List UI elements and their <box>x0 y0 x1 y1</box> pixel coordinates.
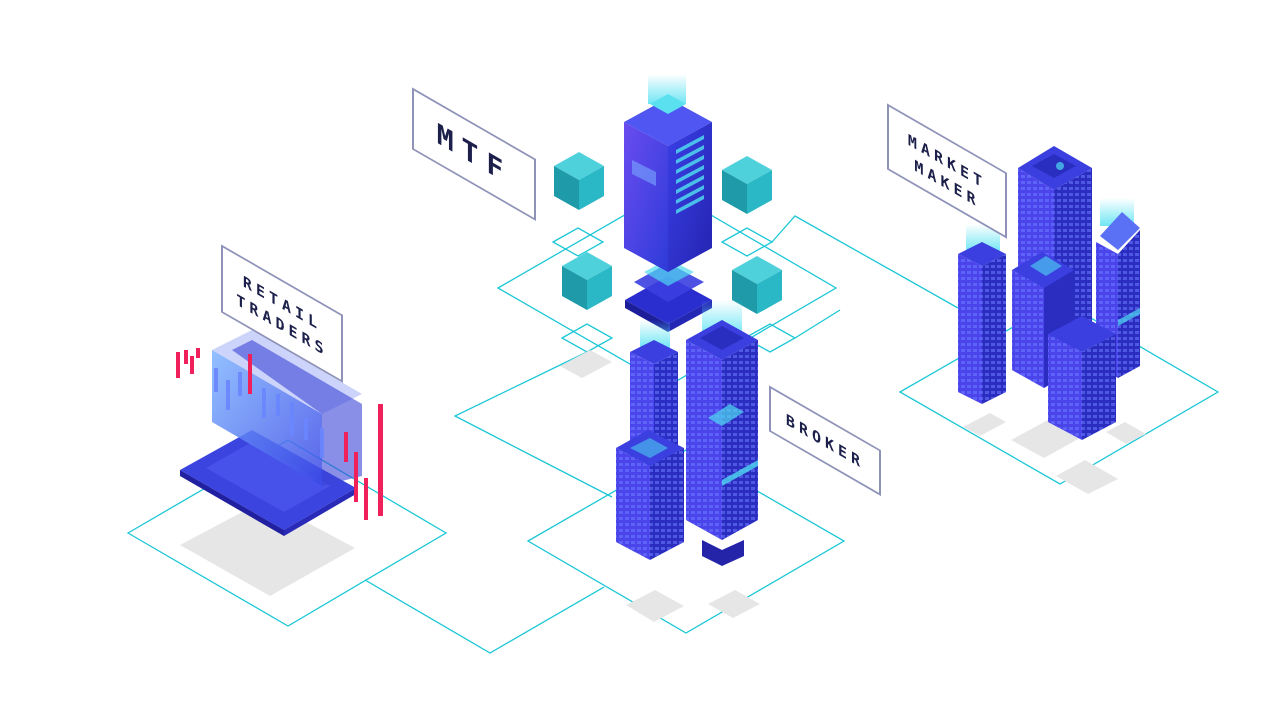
server-icon <box>624 74 712 332</box>
mtf-platform-outline <box>496 189 838 387</box>
link-mtf-marketmaker <box>771 215 959 309</box>
skyscraper-icon <box>1048 316 1116 440</box>
laptop-icon <box>176 330 383 536</box>
mtf-node-bottom-left <box>560 323 614 353</box>
link-broker-mtf <box>453 351 613 498</box>
skyscraper-icon <box>958 242 1006 404</box>
mtf-node-left <box>551 227 605 257</box>
skyscraper-icon <box>616 430 684 560</box>
broker-buildings <box>616 300 758 566</box>
data-cube-icon <box>732 256 782 314</box>
data-cube-icon <box>562 252 612 310</box>
mtf-node-right <box>720 227 774 257</box>
mtf-label: MTF <box>412 87 536 222</box>
skyscraper-icon <box>1096 212 1140 378</box>
link-mtf-marketmaker-2 <box>794 309 841 339</box>
broker-label: BROKER <box>769 385 881 497</box>
link-retail-broker <box>364 579 605 654</box>
data-cube-group <box>554 152 782 314</box>
candlestick-chart <box>176 348 383 520</box>
market-maker-platform-outline <box>898 299 1220 485</box>
data-cube-icon <box>722 156 772 214</box>
data-cube-icon <box>554 152 604 210</box>
skyscraper-icon <box>686 320 758 566</box>
market-maker-label: MARKET MAKER <box>887 103 1007 239</box>
market-maker-buildings <box>958 146 1140 440</box>
